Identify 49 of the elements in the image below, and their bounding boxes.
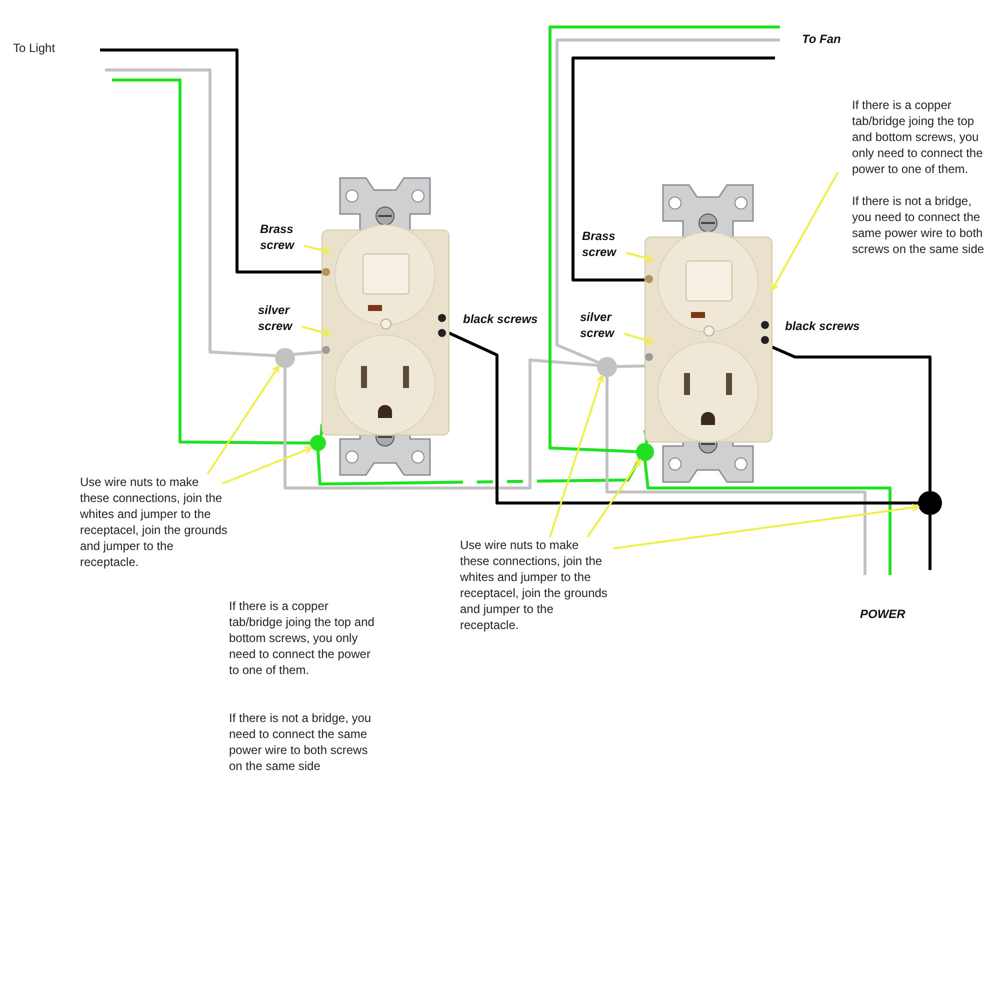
instruction-text: If there is a copper tab/bridge joing the top and bottom screws, you only need to connect the power to one of them. [852, 97, 984, 177]
wire [548, 26, 780, 454]
wire [448, 332, 918, 504]
leader-arrow [222, 446, 312, 485]
wire [644, 460, 892, 575]
part-label: silver screw [580, 309, 616, 341]
instruction-text: Use wire nuts to make these connections, join the whites and jumper to the receptacel, join the grounds and jumper to the receptacle. [460, 537, 608, 633]
leader-arrow [624, 332, 654, 344]
wire [100, 48, 322, 274]
leader-arrow [304, 244, 331, 254]
wire [556, 38, 780, 364]
wire-nut [597, 357, 617, 377]
note-text: If there is not a bridge, you need to connect the same power wire to both screws on the same side [229, 710, 372, 774]
wire [644, 430, 648, 444]
wire [284, 358, 598, 490]
wire [606, 377, 866, 575]
wire [105, 68, 276, 358]
leader-arrow [586, 458, 642, 538]
wire-nut [918, 491, 942, 515]
wire-nut [275, 348, 295, 368]
wire [616, 364, 646, 368]
note-text: If there is a copper tab/bridge joing the top and bottom screws, you only need to connect the power to one of them. [229, 598, 376, 678]
instruction-text: If there is not a bridge, you need to connect the same power wire to both screws on the same side [852, 193, 986, 257]
part-label: Brass screw [582, 228, 618, 260]
leader-arrow [612, 504, 920, 550]
instruction-text: Use wire nuts to make these connections, join the whites and jumper to the receptacel, join the grounds and jumper to the receptacle. [80, 474, 228, 570]
part-label: black screws [463, 311, 538, 327]
leader-arrow [771, 172, 839, 291]
wire [112, 78, 310, 444]
switch-receptacle-drawing [644, 184, 772, 483]
wire-nut [310, 435, 326, 451]
wire-label: POWER [860, 606, 906, 622]
part-label: silver screw [258, 302, 294, 334]
switch-receptacle-drawing [322, 177, 450, 476]
wire [320, 424, 324, 436]
wire-label: To Fan [802, 31, 841, 47]
leader-arrow [626, 252, 654, 262]
wire [928, 515, 932, 570]
wire [572, 56, 775, 282]
wire-label: To Light [13, 40, 56, 56]
wire [316, 450, 641, 486]
wire-nut [636, 443, 654, 461]
wire [294, 350, 322, 356]
leader-arrow [302, 326, 331, 336]
wire [771, 346, 932, 491]
leader-arrow [206, 365, 280, 475]
part-label: Brass screw [260, 221, 296, 253]
part-label: black screws [785, 318, 860, 334]
leader-arrow [549, 374, 604, 538]
